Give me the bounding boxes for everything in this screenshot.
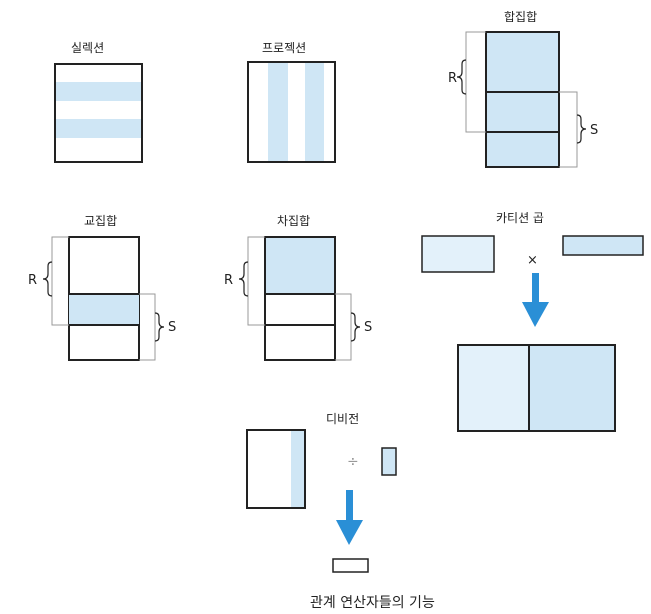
selection-row <box>55 119 142 138</box>
intersection-s-bracket <box>139 293 156 361</box>
union-result <box>485 31 560 168</box>
union-title: 합집합 <box>504 10 538 24</box>
division-divisor <box>381 447 397 476</box>
selection-relation-border <box>54 63 143 163</box>
cartesian-arrow-shaft <box>532 273 539 303</box>
intersection-r-bracket <box>51 236 69 326</box>
difference-r-label: R <box>224 273 233 288</box>
intersection-r-label: R <box>28 273 37 288</box>
union-s-label: S <box>590 123 598 138</box>
difference-r-brace <box>238 261 249 297</box>
division-dividend-border <box>246 429 306 509</box>
divide-symbol: ÷ <box>347 454 359 470</box>
figure-caption: 관계 연산자들의 기능 <box>310 595 435 611</box>
cartesian-product-title: 카티션 곱 <box>496 211 544 225</box>
difference-title: 차집합 <box>277 214 311 228</box>
intersection-s-brace <box>154 312 165 342</box>
selection-relation <box>55 64 142 162</box>
difference-s-label: S <box>364 320 372 335</box>
union-r-label: R <box>448 71 457 86</box>
selection-diagram <box>54 63 143 163</box>
cartesian-result-border <box>457 344 616 432</box>
intersection-title: 교집합 <box>84 214 118 228</box>
intersection-r-brace <box>42 261 53 297</box>
selection-row <box>55 82 142 101</box>
cartesian-relation-a <box>421 235 495 273</box>
union-s-brace <box>576 114 587 144</box>
division-dividend-column <box>291 430 305 508</box>
projection-diagram <box>247 61 336 163</box>
difference-s-brace <box>350 312 361 342</box>
selection-title: 실렉션 <box>71 41 105 55</box>
times-symbol: × <box>527 253 538 268</box>
intersection-result <box>69 294 139 325</box>
difference-result <box>265 237 335 294</box>
cartesian-relation-b <box>562 235 644 256</box>
difference-relation-border <box>264 236 336 361</box>
division-arrow-head <box>336 520 363 545</box>
difference-r-bracket <box>247 236 265 326</box>
union-diagram: R S <box>448 31 598 168</box>
cartesian-result-right <box>529 345 615 431</box>
difference-s-bracket <box>335 293 352 361</box>
division-arrow-shaft <box>346 490 353 522</box>
intersection-diagram: R S <box>28 236 176 361</box>
projection-title: 프로젝션 <box>262 41 307 55</box>
division-diagram: ÷ <box>246 429 397 573</box>
difference-diagram: R S <box>224 236 372 361</box>
cartesian-arrow-head <box>522 302 549 327</box>
cartesian-product-diagram: × <box>421 235 644 432</box>
division-result <box>332 558 369 573</box>
projection-column <box>268 62 288 162</box>
projection-column <box>305 62 324 162</box>
division-title: 디비전 <box>326 412 360 426</box>
projection-relation-border <box>247 61 336 163</box>
union-s-bracket <box>559 91 578 168</box>
intersection-s-label: S <box>168 320 176 335</box>
union-r-brace <box>456 59 467 95</box>
union-r-bracket <box>465 31 486 133</box>
cartesian-result-left <box>458 345 529 431</box>
